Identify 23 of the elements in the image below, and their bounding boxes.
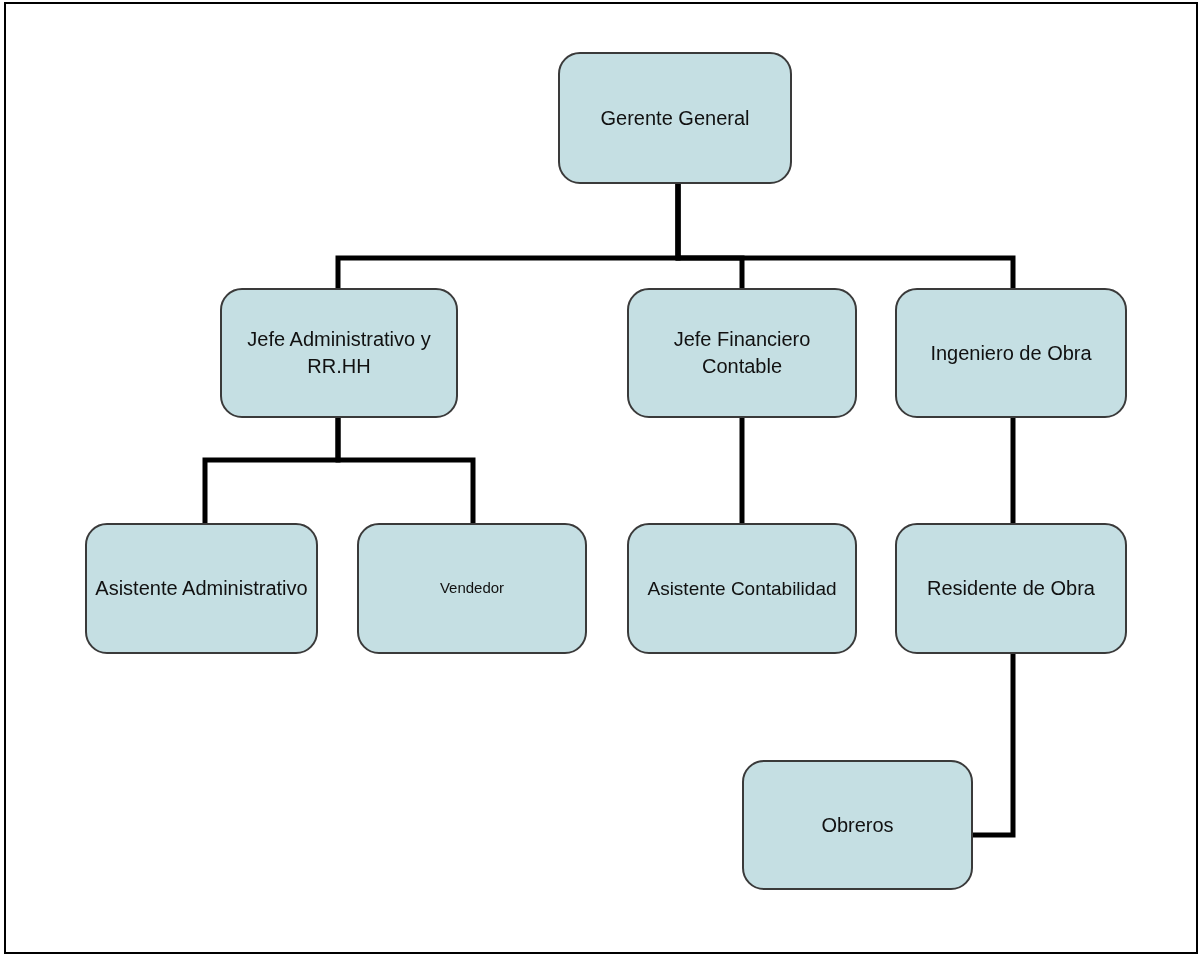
role-title: Residente de Obra — [927, 576, 1095, 601]
connector-line — [335, 418, 476, 523]
role-box — [742, 760, 973, 890]
role-box — [85, 523, 318, 654]
role-title: Jefe Administrativo y RR.HH — [246, 327, 432, 379]
role-title: Asistente Administrativo — [95, 576, 308, 601]
role-title: Jefe Financiero Contable — [672, 327, 812, 379]
connector-line — [1010, 418, 1016, 523]
role-box — [357, 523, 587, 654]
role-title: Gerente General — [600, 105, 750, 131]
role-box — [627, 288, 857, 418]
role-box — [627, 523, 857, 654]
role-title: Asistente Contabilidad — [647, 576, 837, 601]
role-box — [558, 52, 792, 184]
role-box — [895, 288, 1127, 418]
connector-line — [675, 184, 1016, 288]
role-title: Vendedor — [439, 578, 505, 599]
connector-line — [739, 418, 745, 523]
role-box — [220, 288, 458, 418]
connector-line — [973, 654, 1016, 838]
role-box — [895, 523, 1127, 654]
role-title: Ingeniero de Obra — [930, 340, 1092, 366]
role-title: Obreros — [821, 812, 894, 838]
